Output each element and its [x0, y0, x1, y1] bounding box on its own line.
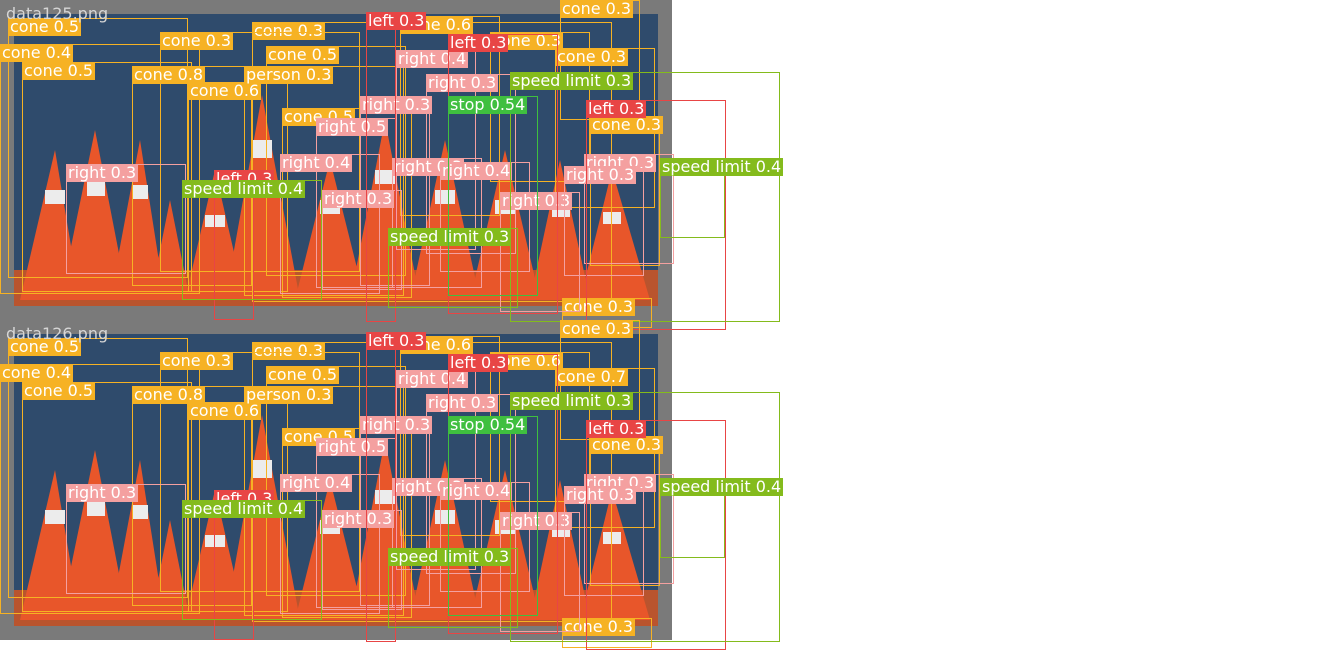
image-filename: data125.png — [6, 4, 109, 23]
traffic-cone-photo — [14, 14, 658, 306]
detection-label: speed limit 0.4 — [660, 157, 784, 176]
image-panel-top: data125.png — [0, 0, 672, 320]
image-filename: data126.png — [6, 324, 109, 343]
detection-label: speed limit 0.4 — [660, 477, 784, 496]
traffic-cone-photo — [14, 334, 658, 626]
image-panel-bottom: data126.png — [0, 320, 672, 640]
